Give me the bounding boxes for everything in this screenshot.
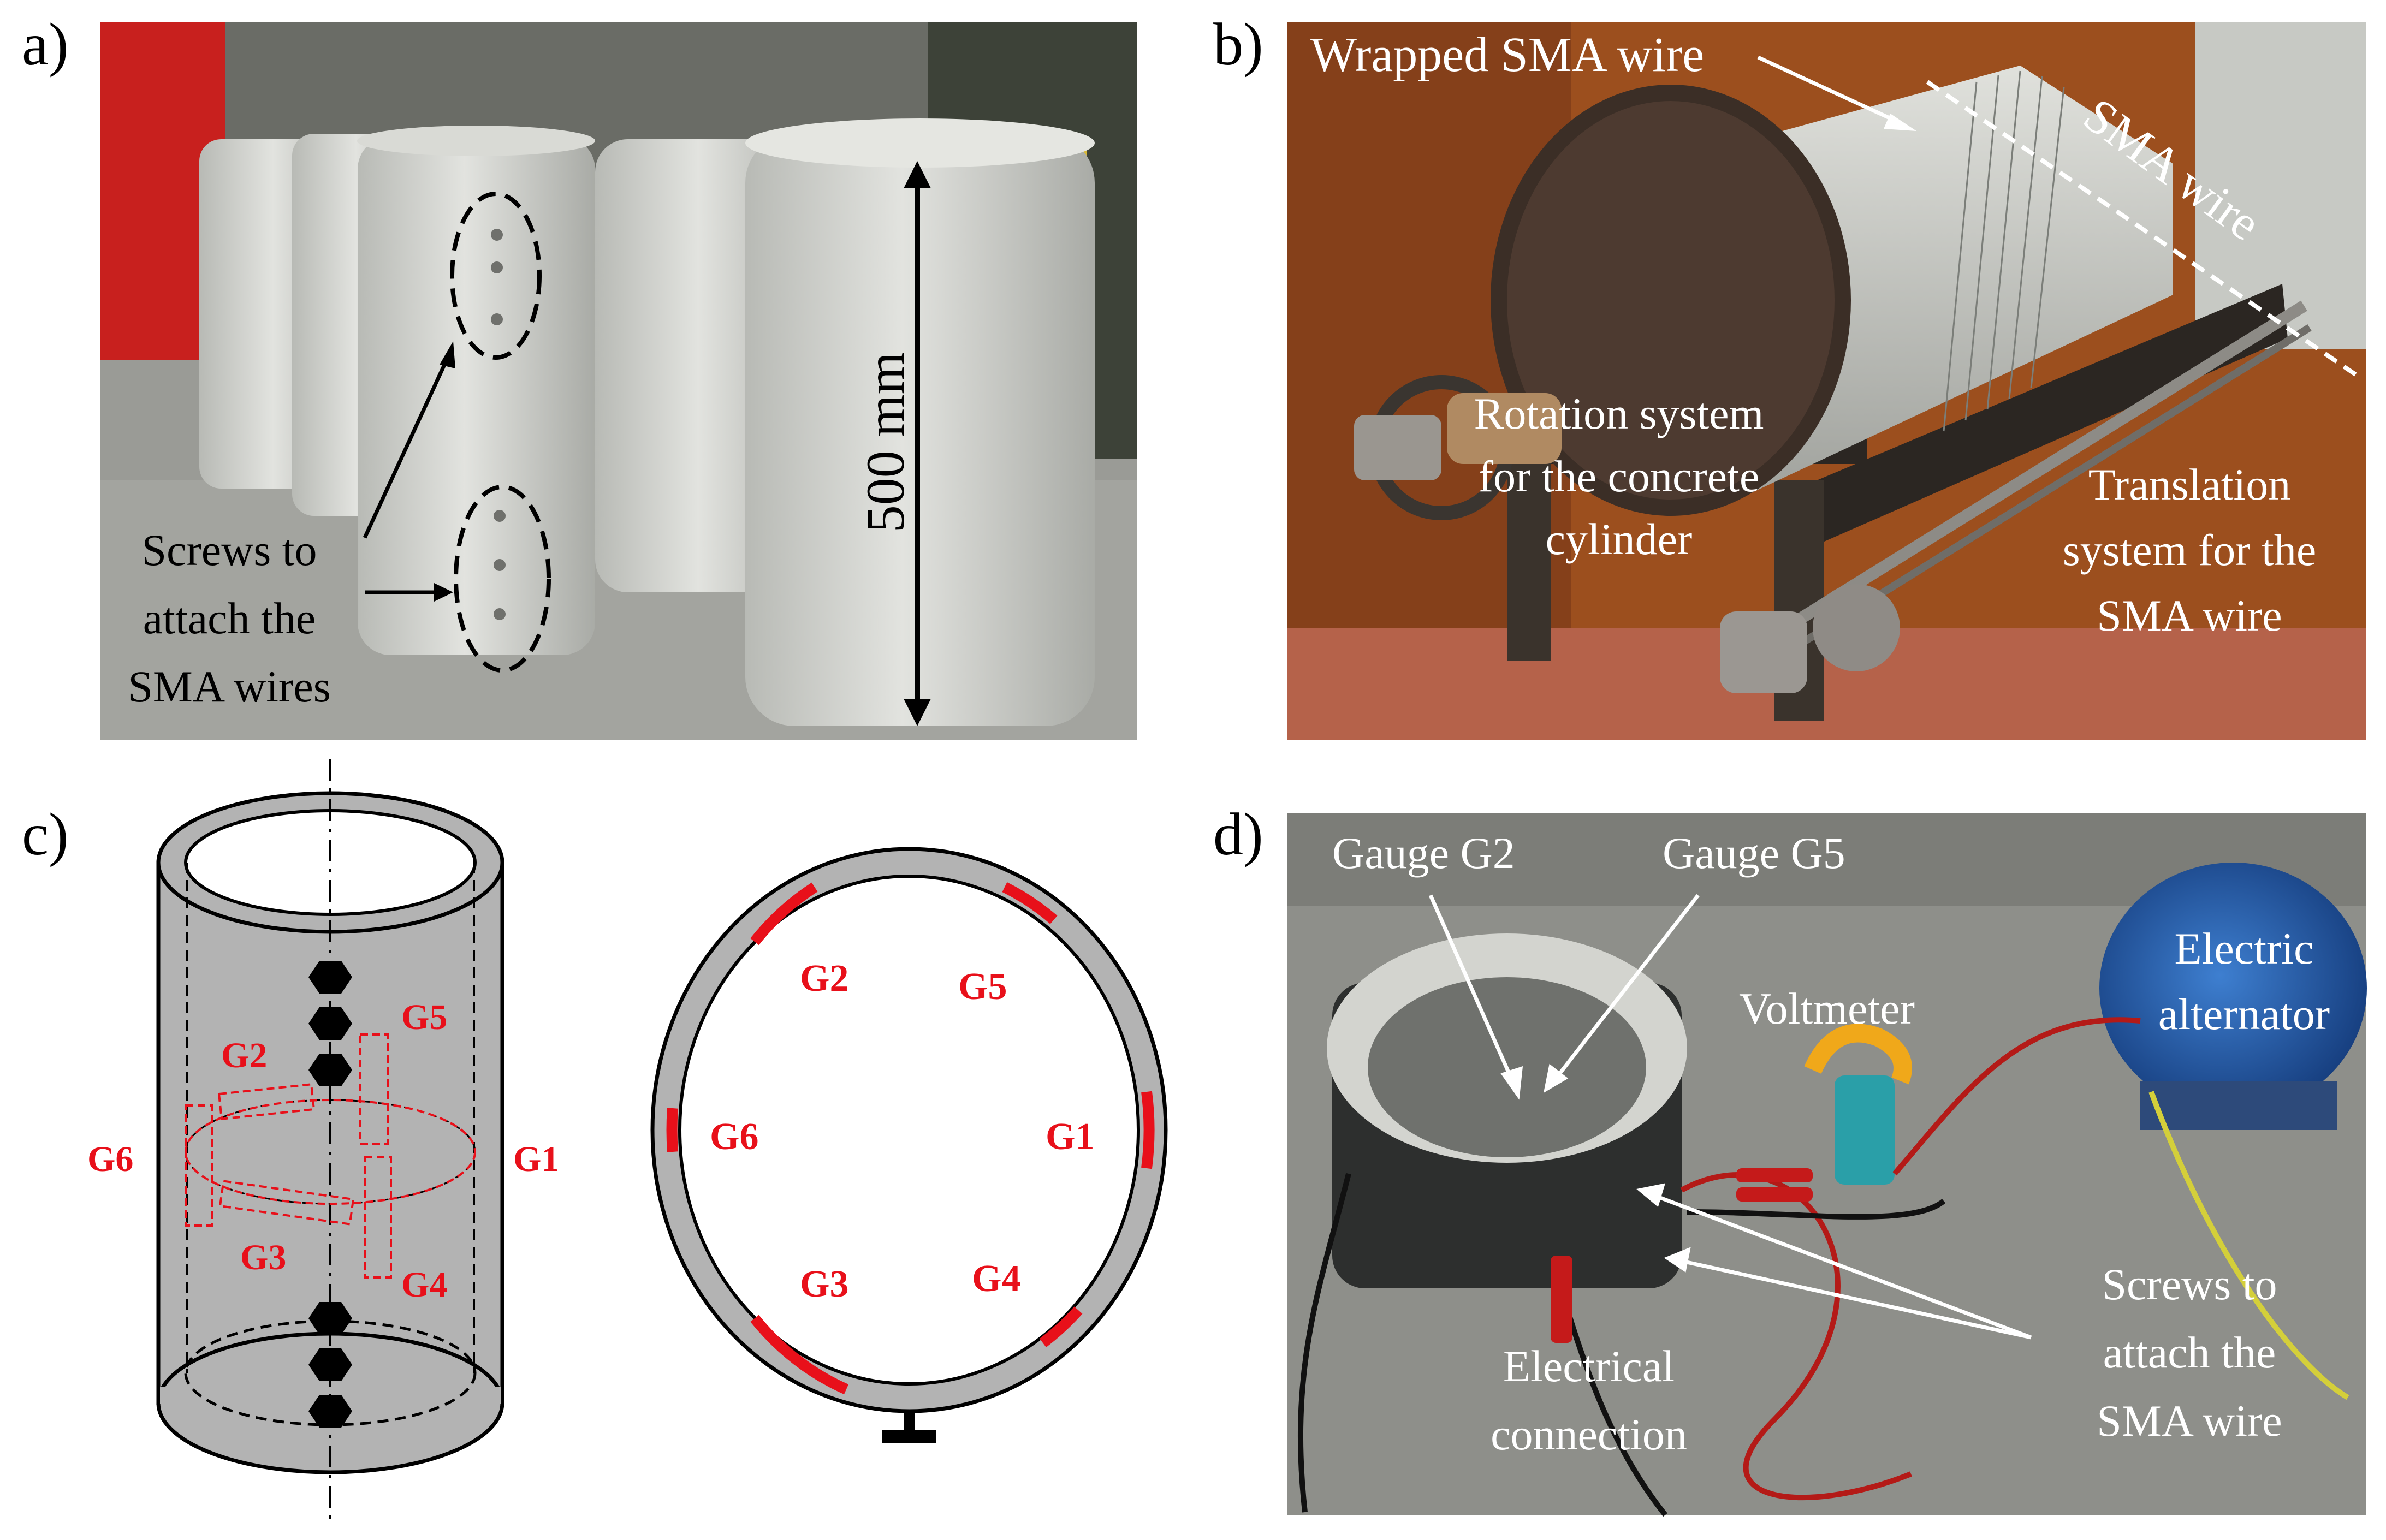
cyl-gauge-g6: G6 (87, 1139, 133, 1179)
rotation-line3: cylinder (1546, 514, 1693, 564)
panel-d-photo: Gauge G2 Gauge G5 Voltmeter Electric alt… (1287, 813, 2367, 1517)
electrical-label: Electrical connection (1491, 1341, 1687, 1459)
alternator-line1: Electric (2175, 924, 2314, 973)
panel-b-photo: Wrapped SMA wire SMA wire Rotation syste… (1287, 22, 2366, 740)
ring-gauge-marks (666, 882, 1155, 1395)
alternator-line2: alternator (2158, 989, 2330, 1039)
rotation-label: Rotation system for the concrete cylinde… (1474, 389, 1764, 564)
rotation-line1: Rotation system (1474, 389, 1764, 438)
translation-line2: system for the (2063, 525, 2317, 575)
screws-d-line3: SMA wire (2097, 1396, 2282, 1446)
cross-section: G1 G2 G3 G4 G5 G6 (650, 847, 1168, 1443)
screw-label-a: Screws to attach the SMA wires (128, 525, 330, 711)
cyl-gauge-g5: G5 (401, 997, 447, 1037)
panel-b-letter: b) (1213, 11, 1263, 78)
ring-gauge-labels: G1 G2 G3 G4 G5 G6 (710, 958, 1094, 1305)
bolt-hexagons (308, 961, 352, 1428)
gauge-outlines (185, 1033, 476, 1279)
panel-b: b) (1213, 11, 2366, 740)
translation-line1: Translation (2088, 460, 2291, 509)
ring-gauge-g6: G6 (710, 1116, 758, 1158)
electrical-line1: Electrical (1503, 1341, 1675, 1391)
electrical-line2: connection (1491, 1410, 1687, 1459)
panel-a-photo: 500 mm Screws to attach the SMA wires (100, 22, 1137, 740)
screw-label-a-line3: SMA wires (128, 662, 330, 711)
cyl-gauge-g3: G3 (240, 1238, 286, 1277)
ring-gauge-g5: G5 (958, 966, 1007, 1008)
ring-gauge-g2: G2 (800, 958, 848, 1000)
ring-gauge-g1: G1 (1046, 1116, 1094, 1158)
cyl-gauge-g2: G2 (221, 1036, 267, 1075)
cyl-gauge-labels: G1 G2 G3 G4 G5 G6 (87, 997, 559, 1305)
voltmeter-label: Voltmeter (1739, 984, 1915, 1033)
screws-label-d: Screws to attach the SMA wire (2097, 1259, 2282, 1446)
cylinder-3d: G1 G2 G3 G4 G5 G6 (87, 759, 559, 1523)
panel-d-letter: d) (1213, 801, 1263, 867)
gauge-g5-label: Gauge G5 (1663, 828, 1845, 878)
ring-gauge-g3: G3 (800, 1263, 848, 1305)
panel-a: a) (22, 11, 1137, 740)
cyl-gauge-g4: G4 (401, 1265, 447, 1305)
screws-d-line2: attach the (2103, 1328, 2276, 1377)
rotation-line2: for the concrete (1479, 451, 1759, 501)
ring-gauge-g4: G4 (972, 1258, 1020, 1300)
panel-a-letter: a) (22, 11, 68, 78)
cyl-gauge-g1: G1 (513, 1139, 559, 1179)
panel-d: d) (1213, 801, 2367, 1517)
panel-c-letter: c) (22, 801, 68, 867)
panel-c: c) (22, 759, 1168, 1523)
gauge-g2-label: Gauge G2 (1332, 828, 1515, 878)
screws-d-line1: Screws to (2102, 1259, 2277, 1309)
translation-line3: SMA wire (2097, 591, 2282, 640)
alternator-label: Electric alternator (2158, 924, 2330, 1039)
screw-label-a-line2: attach the (143, 593, 316, 643)
screw-label-a-line1: Screws to (141, 525, 317, 575)
wrapped-sma-label: Wrapped SMA wire (1310, 28, 1704, 82)
translation-label: Translation system for the SMA wire (2063, 460, 2317, 640)
dimension-label: 500 mm (855, 352, 916, 533)
